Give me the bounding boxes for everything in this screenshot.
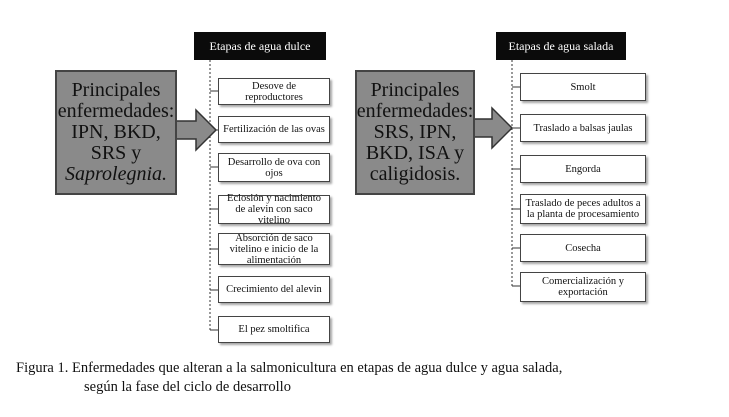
left-arrow-icon	[175, 108, 218, 152]
freshwater-diseases-box: Principales enfermedades: IPN, BKD, SRS …	[55, 70, 177, 195]
freshwater-stage: Crecimiento del alevin	[218, 276, 330, 303]
figure-caption-line1: Figura 1. Enfermedades que alteran a la …	[16, 360, 563, 376]
saltwater-stage: Cosecha	[520, 234, 646, 262]
disease-line-italic: Saprolegnia.	[64, 163, 168, 185]
freshwater-stage: Fertilización de las ovas	[218, 116, 330, 143]
disease-line: IPN, BKD,	[71, 121, 161, 143]
freshwater-header: Etapas de agua dulce	[194, 32, 326, 60]
freshwater-stage: Desarrollo de ova con ojos	[218, 153, 330, 182]
disease-line: Principales	[370, 79, 460, 101]
freshwater-stage: Absorción de saco vitelino e inicio de l…	[218, 233, 330, 266]
disease-line: SRS y	[90, 142, 142, 164]
freshwater-stage: Desove de reproductores	[218, 78, 330, 105]
figure-caption-line2: según la fase del ciclo de desarrollo	[84, 379, 291, 395]
freshwater-stage: Eclosión y nacimiento de alevin con saco…	[218, 193, 330, 226]
saltwater-stage: Smolt	[520, 73, 646, 101]
saltwater-diseases-box: Principales enfermedades: SRS, IPN, BKD,…	[355, 70, 475, 195]
disease-line: BKD, ISA y	[365, 142, 465, 164]
disease-line: enfermedades:	[57, 100, 175, 122]
disease-line: caligidosis.	[369, 163, 461, 185]
saltwater-stage: Traslado de peces adultos a la planta de…	[520, 194, 646, 224]
disease-line: enfermedades:	[356, 100, 474, 122]
right-arrow-icon	[473, 106, 514, 150]
disease-line: Principales	[71, 79, 161, 101]
saltwater-header: Etapas de agua salada	[496, 32, 626, 60]
disease-line: SRS, IPN,	[373, 121, 457, 143]
freshwater-stage: El pez smoltifica	[218, 316, 330, 343]
saltwater-stage: Comercialización y exportación	[520, 272, 646, 302]
saltwater-stage: Traslado a balsas jaulas	[520, 114, 646, 142]
saltwater-stage: Engorda	[520, 155, 646, 183]
